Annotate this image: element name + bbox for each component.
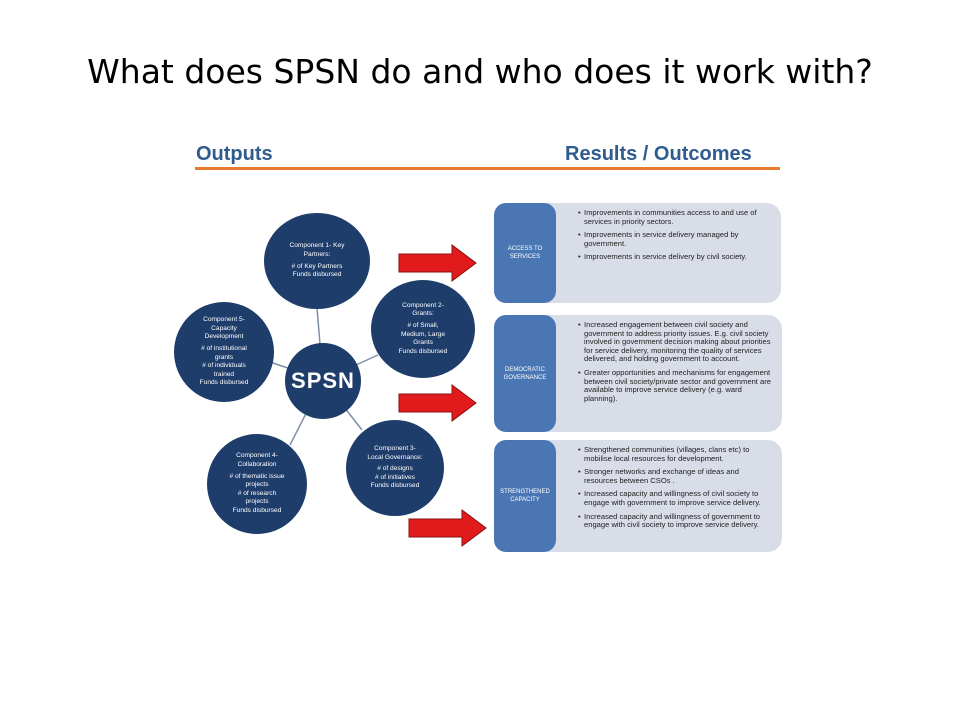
component-text-line: # of institutional <box>201 344 247 352</box>
component-text-line: Local Governance: <box>367 453 423 461</box>
outcome-bullet: Greater opportunities and mechanisms for… <box>578 368 774 403</box>
spsn-center-circle: SPSN <box>285 343 361 419</box>
outcome-panel-capacity: STRENGTHENED CAPACITY Strengthened commu… <box>494 440 782 552</box>
outcome-bullet: Stronger networks and exchange of ideas … <box>578 467 774 485</box>
component-text-line: Funds disbursed <box>398 347 448 355</box>
component-text-line: trained <box>213 370 235 378</box>
component-text-line: Grants: <box>412 310 434 318</box>
outcome-bullet: Improvements in service delivery by civi… <box>578 253 773 262</box>
component-text-line: Capacity <box>211 324 237 332</box>
outcome-tab-governance: DEMOCRATIC GOVERNANCE <box>494 315 556 432</box>
outcome-bullet: Improvements in service delivery managed… <box>578 230 773 248</box>
component-text-line: Component 1- Key <box>289 242 345 250</box>
header-divider <box>195 167 780 170</box>
component-text-line: Funds disbursed <box>232 506 282 514</box>
component-text-line: # of research <box>237 489 277 497</box>
component-text-line: Grants <box>413 339 433 347</box>
outcome-bullet: Increased engagement between civil socie… <box>578 320 774 364</box>
outcome-bullet: Improvements in communities access to an… <box>578 208 773 226</box>
component-text-line: # of initiatives <box>375 473 415 481</box>
arrow-right-icon <box>398 244 477 282</box>
spsn-label: SPSN <box>291 368 355 393</box>
component-text-line: Collaboration <box>237 461 277 469</box>
outcome-tab-capacity: STRENGTHENED CAPACITY <box>494 440 556 552</box>
outcome-bullet: Strengthened communities (villages, clan… <box>578 445 774 463</box>
component-text-line: Funds disbursed <box>292 271 342 279</box>
component-text-line: Funds disbursed <box>370 482 420 490</box>
results-header: Results / Outcomes <box>565 143 752 165</box>
slide-title: What does SPSN do and who does it work w… <box>87 52 873 91</box>
outcome-panel-access: ACCESS TO SERVICES Improvements in commu… <box>494 203 781 303</box>
component-text-line: projects <box>245 481 269 489</box>
outcome-panel-governance: DEMOCRATIC GOVERNANCE Increased engageme… <box>494 315 782 432</box>
component-text-line: # of thematic issue <box>229 472 285 480</box>
component-text-line: Component 3- <box>374 445 416 453</box>
component-text-line: # of Key Partners <box>291 262 343 270</box>
outputs-header: Outputs <box>196 143 273 165</box>
component-text-line: Partners: <box>303 250 331 258</box>
component-3-circle: Component 3-Local Governance: # of design… <box>346 420 444 516</box>
arrow-right-icon <box>408 509 487 547</box>
component-text-line: Development <box>204 333 244 341</box>
component-text-line: grants <box>214 353 234 361</box>
component-text-line: projects <box>245 498 269 506</box>
arrow-right-icon <box>398 384 477 422</box>
component-2-circle: Component 2-Grants: # of Small,Medium, La… <box>371 280 475 378</box>
component-text-line: Component 2- <box>402 301 444 309</box>
outcome-tab-access: ACCESS TO SERVICES <box>494 203 556 303</box>
component-text-line: Component 4- <box>236 452 278 460</box>
component-4-circle: Component 4-Collaboration # of thematic i… <box>207 434 307 534</box>
component-text-line: # of designs <box>377 465 413 473</box>
component-text-line: # of individuals <box>202 362 246 370</box>
component-text-line: Component 5- <box>203 316 245 324</box>
outcome-bullet: Increased capacity and willingness of ci… <box>578 490 774 507</box>
component-text-line: Funds disbursed <box>199 379 249 387</box>
component-text-line: Medium, Large <box>401 330 445 338</box>
component-text-line: # of Small, <box>407 321 439 329</box>
outcome-bullet: Increased capacity and willingness of go… <box>578 512 774 530</box>
